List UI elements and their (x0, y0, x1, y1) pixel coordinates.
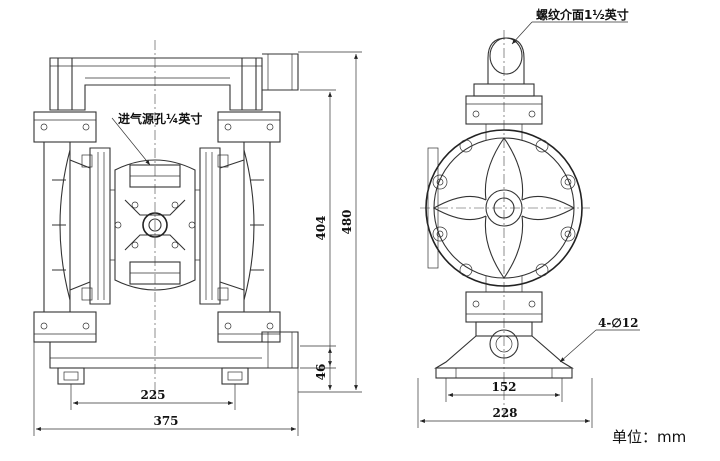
dim-404-label: 404 (314, 215, 328, 240)
dim-404: 404 (300, 89, 336, 369)
dim-152-label: 152 (491, 380, 516, 394)
bolt-holes-label: 4-∅12 (598, 316, 638, 330)
air-inlet-label: 进气源孔¼英寸 (118, 111, 202, 126)
air-inlet-callout: 进气源孔¼英寸 (111, 111, 202, 166)
front-bottom-manifold (49, 331, 299, 385)
dim-480-label: 480 (340, 209, 354, 234)
dim-480: 480 (298, 51, 362, 393)
side-top-elbow (465, 37, 543, 140)
unit-label: 单位：mm (612, 428, 686, 446)
bolt-holes-callout: 4-∅12 (559, 316, 640, 363)
dim-46: 46 (300, 345, 336, 390)
dim-228-label: 228 (492, 406, 517, 420)
front-center-body (110, 159, 200, 291)
side-bottom-section (434, 276, 574, 379)
front-left-housing (43, 141, 111, 313)
dim-152: 152 (445, 378, 563, 402)
dim-46-label: 46 (314, 364, 328, 381)
front-lower-clamps (33, 311, 281, 343)
thread-interface-label: 螺纹介面1½英寸 (536, 7, 629, 22)
dim-225-label: 225 (140, 388, 165, 402)
front-right-housing (199, 141, 271, 313)
dim-375-label: 375 (153, 414, 178, 428)
thread-interface-callout: 螺纹介面1½英寸 (511, 7, 629, 45)
front-upper-clamps (33, 111, 281, 143)
side-round-housing (425, 129, 583, 287)
front-top-manifold (49, 53, 299, 111)
front-view: 进气源孔¼英寸 404 480 46 225 (33, 40, 362, 436)
dim-375: 375 (33, 342, 299, 436)
dim-228: 228 (417, 378, 593, 428)
side-view: 螺纹介面1½英寸 4-∅12 152 228 (417, 7, 640, 428)
dim-225: 225 (70, 384, 236, 410)
